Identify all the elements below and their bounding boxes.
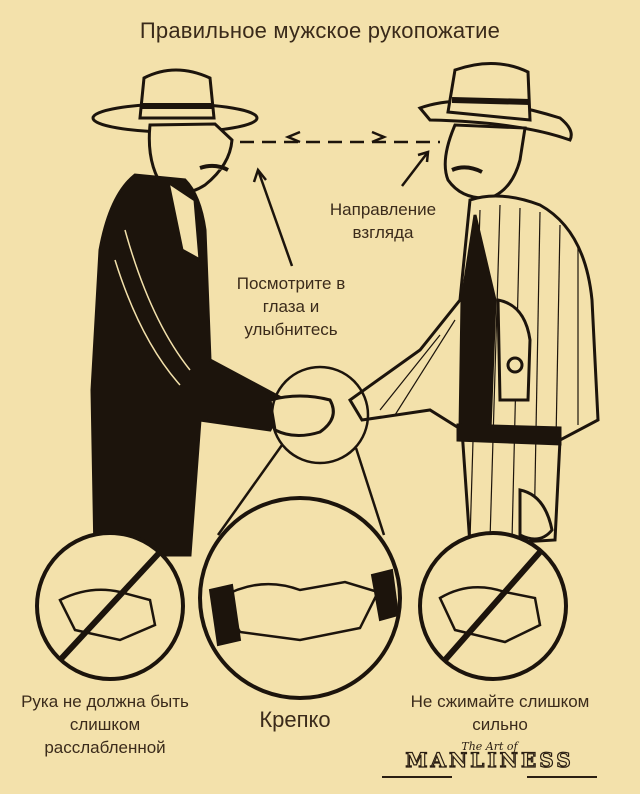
relaxed-grip-label: Рука не должна быть слишком расслабленно… bbox=[21, 692, 189, 757]
gaze-direction-label: Направление взгляда bbox=[329, 200, 437, 242]
firm-grip-label: Крепко bbox=[259, 707, 331, 732]
tight-grip-label: Не сжимайте слишком сильно bbox=[410, 692, 590, 734]
eye-contact-label: Посмотрите в глаза и улыбнитесь bbox=[236, 274, 346, 339]
page-title: Правильное мужское рукопожатие bbox=[139, 18, 501, 43]
left-man-figure bbox=[90, 68, 335, 557]
art-of-manliness-logo: The Art of MANLINESS bbox=[362, 740, 617, 790]
tight-grip-panel bbox=[418, 531, 568, 681]
firm-grip-panel bbox=[198, 496, 402, 700]
handshake-highlight bbox=[216, 365, 386, 536]
gaze-line bbox=[240, 130, 440, 144]
logo-wordmark: MANLINESS bbox=[405, 747, 574, 772]
logo-divider-left bbox=[382, 776, 452, 778]
relaxed-grip-panel bbox=[35, 531, 185, 681]
logo-script-text: The Art of bbox=[461, 740, 518, 753]
pointer-arrows bbox=[252, 150, 430, 267]
right-man-figure bbox=[348, 61, 600, 547]
logo-divider-right bbox=[527, 776, 597, 778]
